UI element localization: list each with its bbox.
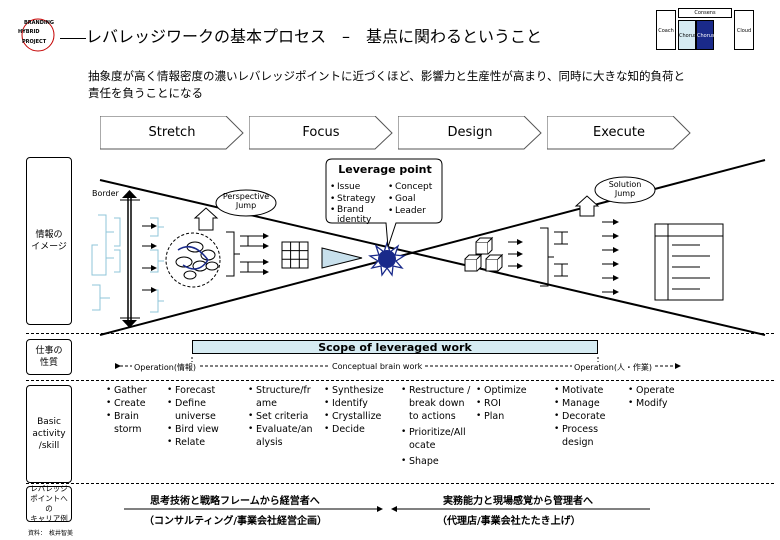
leverage-item: Leader: [388, 205, 440, 217]
mini-top: Consens: [678, 8, 732, 18]
activity-col-2: Forecast Define universe Bird view Relat…: [167, 384, 237, 449]
career-left-line1: 思考技術と戦略フレームから経営者へ: [150, 496, 320, 507]
border-arrow: [120, 190, 140, 328]
row-label-career: レバレッジ ポイントへの キャリア例: [26, 484, 72, 523]
activity-col-7: Motivate Manage Decorate Process design: [554, 384, 624, 449]
activity-item: Synthesize: [324, 384, 398, 397]
phase-label: Execute: [593, 125, 645, 140]
activity-item: Bird view: [167, 423, 237, 436]
phase-label: Stretch: [148, 125, 196, 140]
phase-execute: Execute: [547, 116, 691, 150]
perspective-jump-label: Perspective Jump: [222, 192, 270, 210]
leverage-point-box: Leverage point Issue Strategy Brand iden…: [330, 163, 440, 225]
separator: [26, 380, 774, 381]
logo-circle-icon: [21, 18, 55, 52]
description: 抽象度が高く情報密度の濃いレバレッジポイントに近づくほど、影響力と生産性が高まり…: [88, 69, 685, 100]
activity-item: Modify: [628, 397, 698, 410]
scope-of-leveraged-work: Scope of leveraged work: [192, 340, 598, 354]
activity-item: Decide: [324, 423, 398, 436]
logo: BRANDING HYBRID PROJECT: [8, 18, 68, 52]
row-label-info: 情報の イメージ: [26, 157, 72, 325]
activity-item: Set criteria: [248, 410, 314, 423]
logo-line1: BRANDING: [24, 20, 55, 26]
leverage-item: Issue: [330, 181, 388, 193]
phase-focus: Focus: [249, 116, 393, 150]
activity-item: Brain storm: [106, 410, 154, 436]
separator: [26, 333, 774, 334]
career-right-line2: （代理店/事業会社たたき上げ）: [437, 516, 581, 527]
activity-item: Restructure /break down to actions: [401, 384, 471, 423]
mini-right: Cloud: [734, 10, 754, 50]
activity-item: Manage: [554, 397, 624, 410]
career-left-line2: （コンサルティング/事業会社経営企画）: [144, 516, 328, 527]
phase-label: Focus: [302, 125, 340, 140]
leverage-item: Brand identity: [330, 205, 388, 225]
leverage-item: Goal: [388, 193, 440, 205]
leverage-point-title: Leverage point: [338, 163, 432, 176]
activity-item: Shape: [401, 455, 471, 468]
phase-stretch: Stretch: [100, 116, 244, 150]
funnel-triangle: [321, 247, 363, 269]
operation-info-label: Operation(情報): [132, 362, 199, 373]
activity-item: Define universe: [167, 397, 225, 423]
career-right-line1: 実務能力と現場感覚から管理者へ: [443, 496, 593, 507]
document-icon: [654, 223, 724, 301]
mini-left: Coach: [656, 10, 676, 50]
activity-item: Plan: [476, 410, 546, 423]
activity-item: ROI: [476, 397, 546, 410]
activity-item: Decorate: [554, 410, 624, 423]
activity-item: Relate: [167, 436, 237, 449]
activity-item: Crystallize: [324, 410, 398, 423]
activity-item: Forecast: [167, 384, 237, 397]
activity-item: Gather: [106, 384, 166, 397]
activity-item: Create: [106, 397, 166, 410]
separator: [26, 483, 774, 484]
row-label-work: 仕事の 性質: [26, 339, 72, 375]
tree-left: [91, 214, 121, 311]
row-label-activity: Basic activity /skill: [26, 385, 72, 483]
activity-item: Operate: [628, 384, 698, 397]
mini-mid-right: Chorus: [696, 20, 715, 50]
solution-jump-arrow: [574, 176, 656, 217]
logo-line2: HYBRID: [18, 29, 40, 35]
border-label: Border: [92, 189, 119, 198]
leverage-item: Concept: [388, 181, 440, 193]
activity-col-4: Synthesize Identify Crystallize Decide: [324, 384, 398, 436]
activity-item: Optimize: [476, 384, 546, 397]
grid-icon: [281, 241, 309, 269]
cubes-icon: [464, 236, 504, 272]
activity-col-5: Restructure /break down to actions Prior…: [401, 384, 471, 468]
activity-item: Structure/frame: [248, 384, 314, 410]
tree-structure: [226, 231, 254, 277]
activity-item: Identify: [324, 397, 398, 410]
activity-item: Evaluate/analysis: [248, 423, 314, 449]
activity-item: Prioritize/Allocate: [401, 426, 471, 452]
source-note: 資料： 枚井智美: [28, 530, 74, 537]
operation-people-label: Operation(人・作業): [572, 362, 655, 373]
conceptual-label: Conceptual brain work: [330, 362, 425, 371]
mini-mid-left: Chorus: [678, 20, 697, 50]
activity-col-8: Operate Modify: [628, 384, 698, 410]
page-title: レバレッジワークの基本プロセス – 基点に関わるということ: [86, 27, 543, 46]
activity-col-6: Optimize ROI Plan: [476, 384, 546, 423]
logo-line3: PROJECT: [22, 39, 47, 45]
activity-item: Motivate: [554, 384, 624, 397]
x-line-left: [99, 179, 766, 336]
title-rule: [60, 38, 86, 39]
phase-design: Design: [398, 116, 542, 150]
tree-right: [540, 227, 568, 287]
leverage-star-icon: [368, 240, 406, 277]
activity-item: Process design: [554, 423, 612, 449]
perspective-jump-arrow: [193, 189, 277, 231]
mini-diagram: Coach Consens Chorus Chorus Cloud: [656, 8, 774, 54]
activity-col-3: Structure/frame Set criteria Evaluate/an…: [248, 384, 314, 449]
phase-label: Design: [447, 125, 493, 140]
leverage-item: Strategy: [330, 193, 388, 205]
activity-col-1: Gather Create Brain storm: [106, 384, 166, 436]
solution-jump-label: Solution Jump: [608, 180, 642, 198]
bubble-cluster: [165, 232, 221, 288]
